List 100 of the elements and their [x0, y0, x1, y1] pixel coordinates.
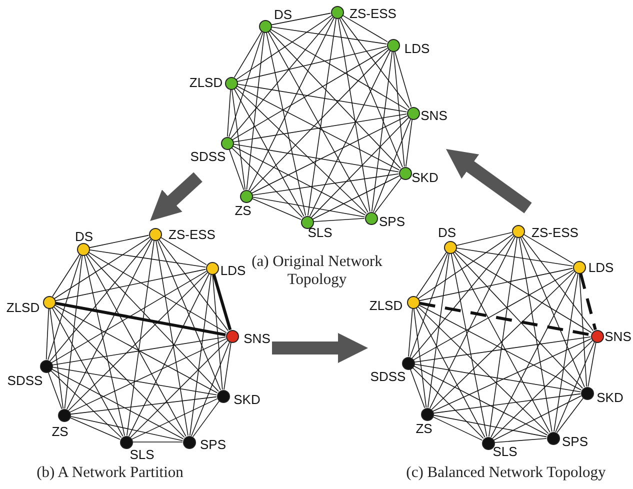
node-label: SLS: [308, 226, 332, 240]
link-line: [212, 274, 232, 330]
node-label: LDS: [404, 42, 430, 56]
link-line: [413, 308, 427, 408]
link-line: [413, 270, 574, 360]
link-line: [50, 308, 64, 409]
link-line: [52, 366, 217, 396]
link-line: [268, 31, 368, 213]
link-line: [340, 16, 410, 108]
node-label: DS: [438, 226, 456, 240]
link-line: [413, 366, 548, 436]
link-line: [452, 252, 550, 433]
link-line: [251, 116, 408, 194]
link-line: [342, 14, 388, 42]
network-node: [206, 262, 218, 274]
network-node: [58, 408, 70, 422]
link-line: [252, 174, 399, 196]
link-line: [271, 26, 387, 44]
node-label: LDS: [220, 264, 246, 278]
link-line: [88, 252, 227, 334]
node-label: SNS: [604, 330, 632, 344]
link-line: [579, 272, 597, 330]
link-line: [450, 253, 488, 437]
link-line: [228, 148, 244, 190]
link-line: [55, 302, 226, 336]
panel-caption: (b) A Network Partition: [36, 464, 184, 482]
link-line: [190, 274, 212, 436]
link-line: [234, 88, 304, 217]
link-line: [232, 48, 388, 140]
network-node: [406, 106, 420, 120]
link-line: [232, 89, 246, 190]
network-node: [406, 296, 420, 308]
link-line: [456, 248, 573, 266]
network-node: [42, 296, 56, 308]
network-node: [580, 386, 594, 400]
link-line: [414, 336, 591, 362]
network-node: [444, 240, 456, 254]
node-label: ZLSD: [189, 76, 223, 90]
link-line: [157, 240, 221, 390]
link-line: [394, 50, 412, 108]
link-line: [432, 416, 482, 441]
node-label: SKD: [412, 171, 438, 185]
link-line: [555, 342, 595, 432]
network-node: [240, 190, 252, 202]
link-line: [492, 340, 593, 439]
network-node: [40, 360, 52, 372]
link-line: [126, 240, 154, 436]
network-node: [572, 260, 586, 274]
link-line: [312, 176, 400, 220]
node-label: ZS: [416, 422, 432, 436]
network-node: [398, 166, 412, 180]
link-line: [271, 12, 331, 26]
link-line: [418, 304, 582, 390]
link-line: [50, 370, 122, 438]
link-line: [235, 87, 367, 214]
node-label: LDS: [588, 261, 614, 275]
node-label: SKD: [234, 393, 260, 407]
node-label: ZLSD: [369, 299, 403, 313]
network-node: [300, 216, 314, 228]
link-line: [406, 119, 412, 167]
network-node: [182, 436, 196, 448]
link-line: [311, 117, 409, 218]
panel-caption: (a) Original Network Topology: [250, 253, 384, 289]
node-label: DS: [74, 230, 94, 244]
network-node: [258, 20, 272, 32]
link-line: [431, 271, 575, 410]
link-line: [250, 49, 389, 192]
link-line: [430, 236, 516, 409]
link-line: [248, 17, 334, 191]
link-line: [46, 308, 50, 360]
network-node: [420, 408, 434, 420]
network-node: [402, 356, 414, 370]
network-node: [330, 6, 344, 18]
link-line: [227, 89, 231, 137]
network-node: [546, 432, 560, 444]
link-line: [53, 306, 185, 438]
block-arrow: [272, 333, 368, 363]
link-line: [270, 28, 408, 110]
network-node: [216, 390, 230, 402]
link-line: [428, 253, 450, 408]
link-line: [68, 272, 208, 411]
link-line: [523, 234, 574, 264]
link-line: [419, 302, 591, 336]
link-line: [50, 238, 152, 362]
link-line: [52, 254, 80, 297]
node-label: SLS: [492, 445, 518, 459]
link-line: [416, 307, 486, 438]
link-line: [408, 308, 413, 357]
link-line: [416, 252, 447, 297]
node-label: SDSS: [370, 370, 406, 384]
link-line: [54, 237, 150, 299]
link-line: [70, 338, 226, 413]
link-line: [212, 274, 223, 390]
link-line: [252, 196, 365, 218]
link-line: [246, 32, 265, 190]
link-line: [432, 338, 592, 412]
link-line: [554, 273, 578, 432]
link-line: [228, 32, 264, 138]
link-line: [579, 273, 587, 387]
node-label: SNS: [244, 332, 270, 346]
